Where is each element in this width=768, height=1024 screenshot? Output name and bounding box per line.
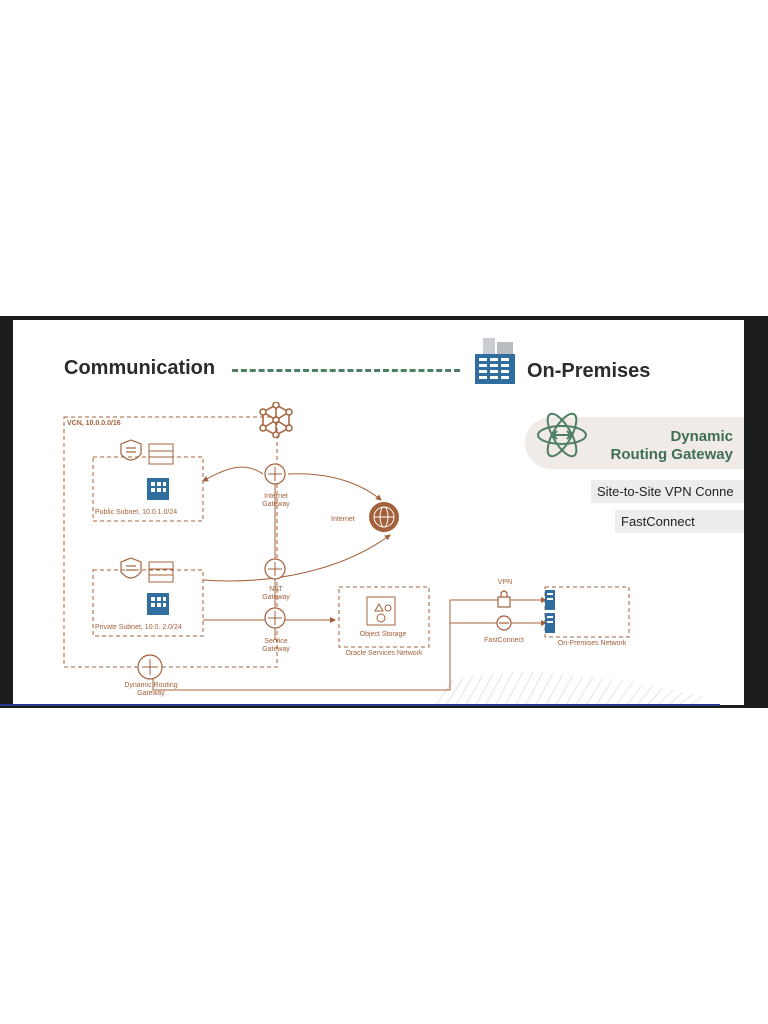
private-subnet-label: Private Subnet, 10.0. 2.0/24 xyxy=(95,624,182,631)
compute-icon-2 xyxy=(147,593,169,615)
service-gateway-icon xyxy=(264,607,286,629)
object-storage-icon xyxy=(366,596,396,626)
internet-gateway-label: Internet Gateway xyxy=(262,493,290,508)
on-prem-box xyxy=(544,586,630,638)
slide: Communication On-Premises xyxy=(13,320,744,705)
internet-gateway-icon xyxy=(264,463,286,485)
security-shield-icon-1 xyxy=(120,439,142,461)
internet-label: Internet xyxy=(331,516,355,523)
compute-icon-1 xyxy=(147,478,169,500)
firewall-icon-1 xyxy=(148,443,174,465)
vpn-label: VPN xyxy=(497,579,513,586)
vcn-boundary xyxy=(63,416,278,668)
vpn-lock-icon xyxy=(497,590,511,608)
drg-title: Dynamic Routing Gateway xyxy=(610,428,733,463)
fastconnect-label: FastConnect xyxy=(484,637,524,644)
fastconnect-option: FastConnect xyxy=(615,510,744,533)
internet-gw-to-public xyxy=(202,466,264,482)
oracle-services-box xyxy=(338,586,430,648)
fastconnect-icon xyxy=(496,615,512,631)
communication-title: Communication xyxy=(64,357,216,379)
nat-gateway-label: NAT Gateway xyxy=(262,586,290,601)
internet-globe-icon xyxy=(369,502,399,532)
site-to-site-vpn-option: Site-to-Site VPN Conne xyxy=(591,480,744,503)
atom-routing-icon xyxy=(537,412,587,458)
slide-bottom-border xyxy=(0,704,720,706)
network-hub-icon xyxy=(259,402,293,438)
dashed-connector xyxy=(232,369,460,372)
oracle-services-network-label: Oracle Services Network xyxy=(345,650,423,657)
service-gateway-label: Service Gateway xyxy=(262,638,290,653)
vcn-label: VCN, 10.0.0.0/16 xyxy=(67,420,121,427)
nat-gateway-icon xyxy=(264,558,286,580)
drg-link xyxy=(152,599,499,691)
drg-label-small: Dynamic Routing Gateway xyxy=(124,682,178,697)
public-subnet-label: Public Subnet, 10.0.1.0/24 xyxy=(95,509,178,516)
drg-icon-small xyxy=(137,654,163,680)
object-storage-label: Object Storage xyxy=(359,631,407,638)
building-icon xyxy=(475,338,515,384)
firewall-icon-2 xyxy=(148,561,174,583)
server-icon-1 xyxy=(545,590,555,610)
on-premises-network-label: On-Premises Network xyxy=(557,640,627,647)
private-to-internet xyxy=(202,534,391,582)
on-premises-title: On-Premises xyxy=(527,360,651,382)
security-shield-icon-2 xyxy=(120,557,142,579)
architecture-diagram xyxy=(63,416,630,691)
private-subnet-box xyxy=(92,569,204,637)
server-icon-2 xyxy=(545,613,555,633)
igw-to-internet xyxy=(287,473,382,501)
public-subnet-box xyxy=(92,456,204,522)
